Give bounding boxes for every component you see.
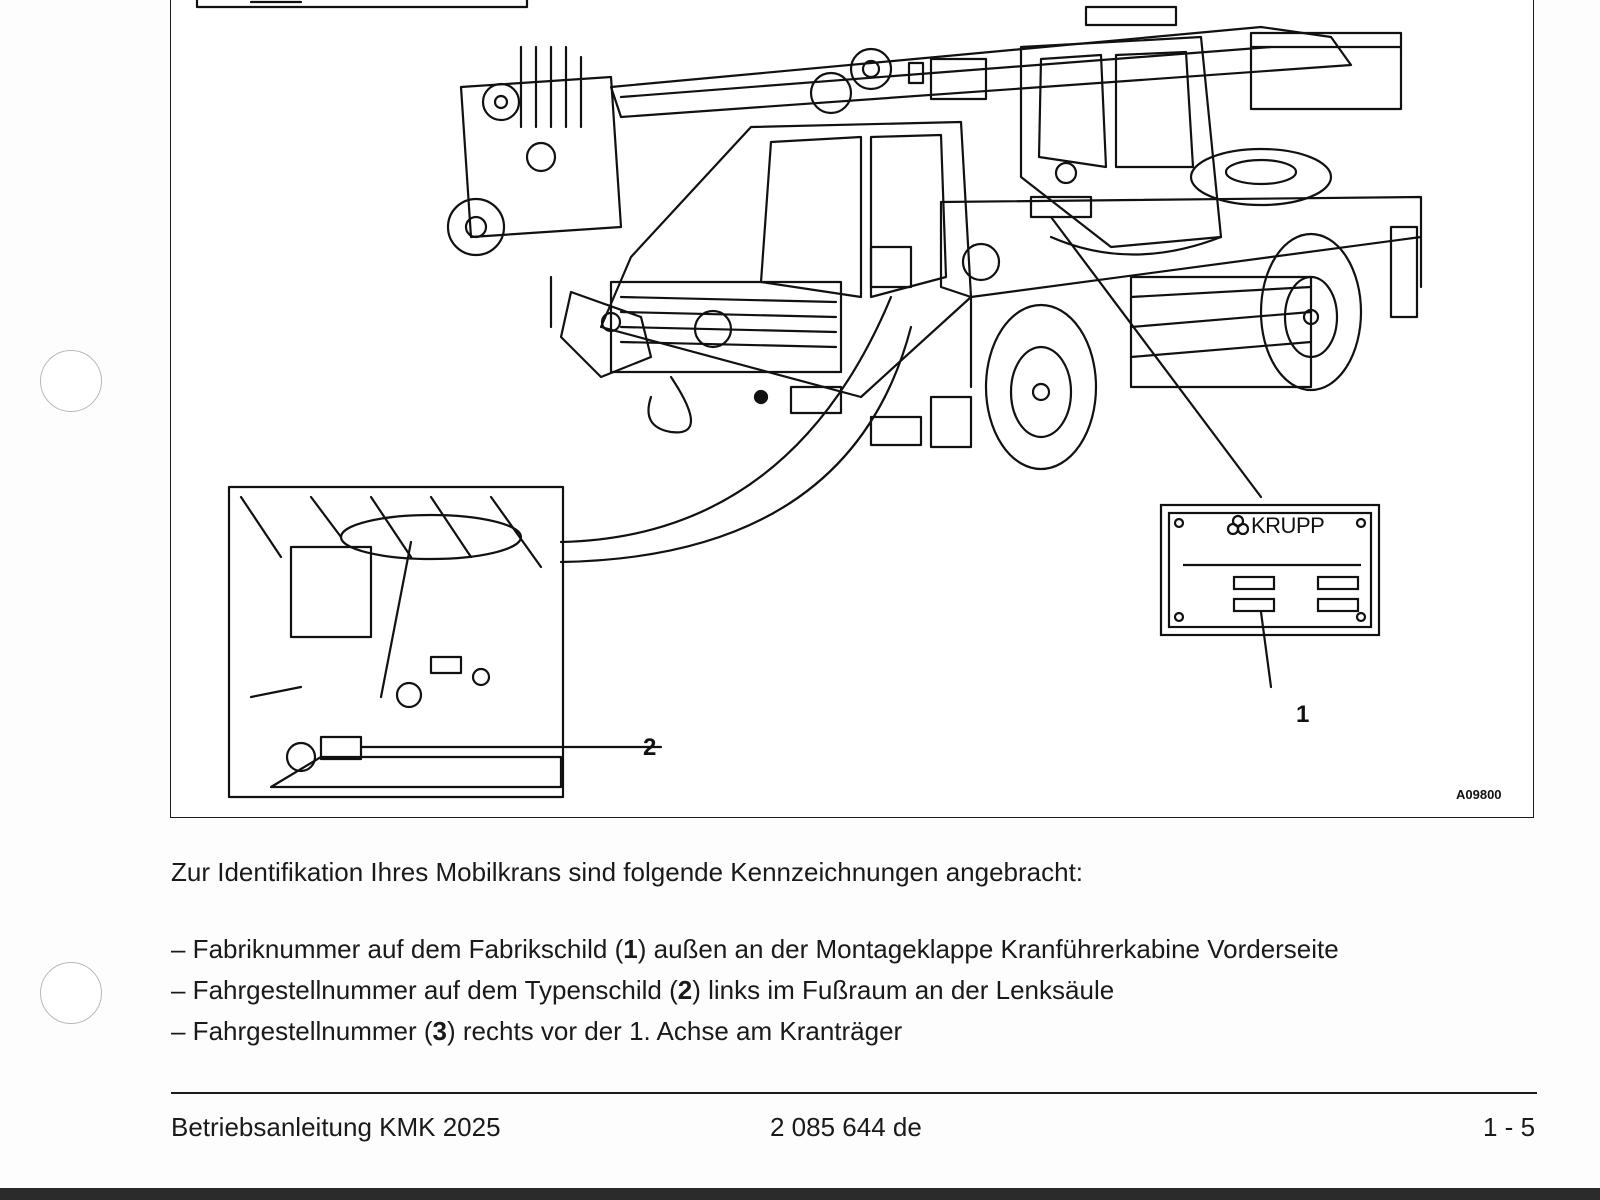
footer-title: Betriebsanleitung KMK 2025: [171, 1112, 501, 1142]
plate-brand-label: KRUPP: [1251, 513, 1325, 538]
footer-doc-number: 2 085 644 de: [770, 1112, 922, 1142]
crane-illustration: KRUPP 1 2 A09800: [170, 0, 1534, 818]
callout-1: 1: [1296, 701, 1310, 728]
scan-edge: [0, 1188, 1600, 1200]
intro-paragraph: Zur Identifikation Ihres Mobilkrans sind…: [171, 857, 1084, 887]
list-item: – Fahrgestellnummer (3) rechts vor der 1…: [171, 1016, 903, 1046]
list-item: – Fabriknummer auf dem Fabrikschild (1) …: [171, 934, 1339, 964]
binder-hole-bottom: [40, 962, 102, 1024]
footer-divider: [171, 1092, 1537, 1094]
drawing-code: A09800: [1456, 787, 1502, 802]
list-item: – Fahrgestellnummer auf dem Typenschild …: [171, 975, 1115, 1005]
footer-page-number: 1 - 5: [1483, 1112, 1536, 1142]
binder-hole-top: [40, 350, 102, 412]
callout-2: 2: [643, 734, 657, 761]
crane-drawing: [195, 0, 1423, 799]
